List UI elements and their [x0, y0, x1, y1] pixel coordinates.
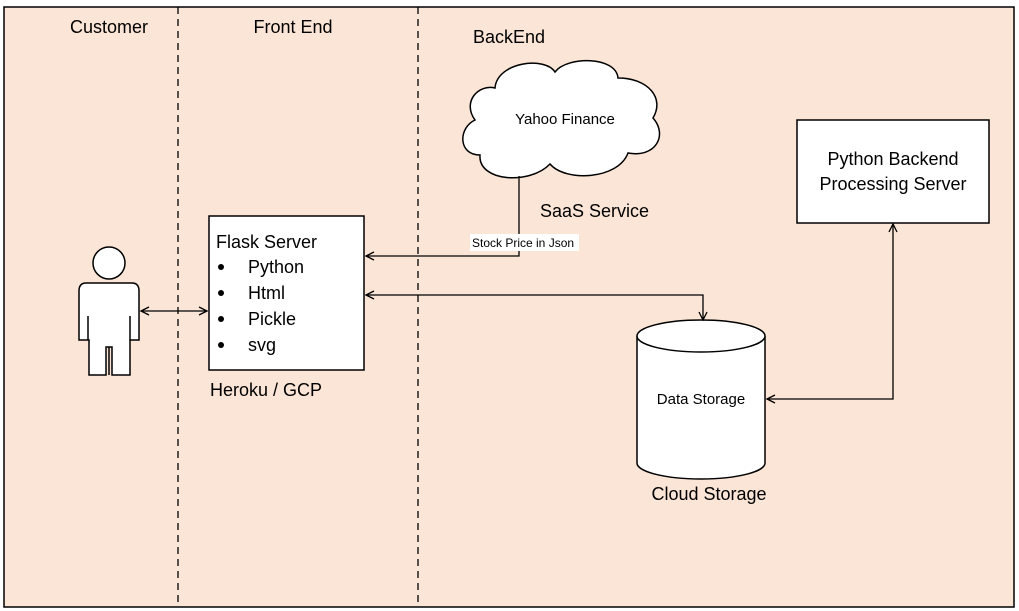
python-backend-line1: Python Backend: [827, 149, 958, 169]
connector-yahoo-flask: [366, 176, 520, 256]
lane-title-backend: BackEnd: [473, 27, 545, 47]
lane-title-frontend: Front End: [253, 17, 332, 37]
bullet-icon: [218, 264, 224, 270]
person-icon: [78, 246, 140, 376]
flask-server-bullets: Python Html Pickle svg: [218, 257, 304, 355]
bullet-icon: [218, 290, 224, 296]
data-storage-label: Data Storage: [657, 391, 745, 408]
cylinder-icon: [636, 319, 766, 480]
lane-title-customer: Customer: [70, 17, 148, 37]
bullet-item-svg: svg: [248, 335, 276, 355]
saas-service-caption: SaaS Service: [540, 201, 649, 221]
flask-server-caption: Heroku / GCP: [210, 380, 322, 400]
bullet-icon: [218, 342, 224, 348]
connector-flask-storage: [366, 295, 703, 320]
connector-backend-storage: [767, 224, 893, 399]
bullet-icon: [218, 316, 224, 322]
flask-server-box: [208, 215, 365, 371]
connector-label-background: [470, 234, 579, 251]
python-backend-box: [796, 119, 990, 224]
bullet-item-html: Html: [248, 283, 285, 303]
bullet-item-pickle: Pickle: [248, 309, 296, 329]
yahoo-finance-label: Yahoo Finance: [515, 111, 615, 128]
connector-label-stock-price: Stock Price in Json: [472, 236, 574, 250]
cloud-storage-caption: Cloud Storage: [651, 484, 766, 504]
flask-server-title: Flask Server: [216, 232, 317, 252]
cloud-icon: [462, 60, 661, 179]
python-backend-line2: Processing Server: [819, 174, 966, 194]
bullet-item-python: Python: [248, 257, 304, 277]
